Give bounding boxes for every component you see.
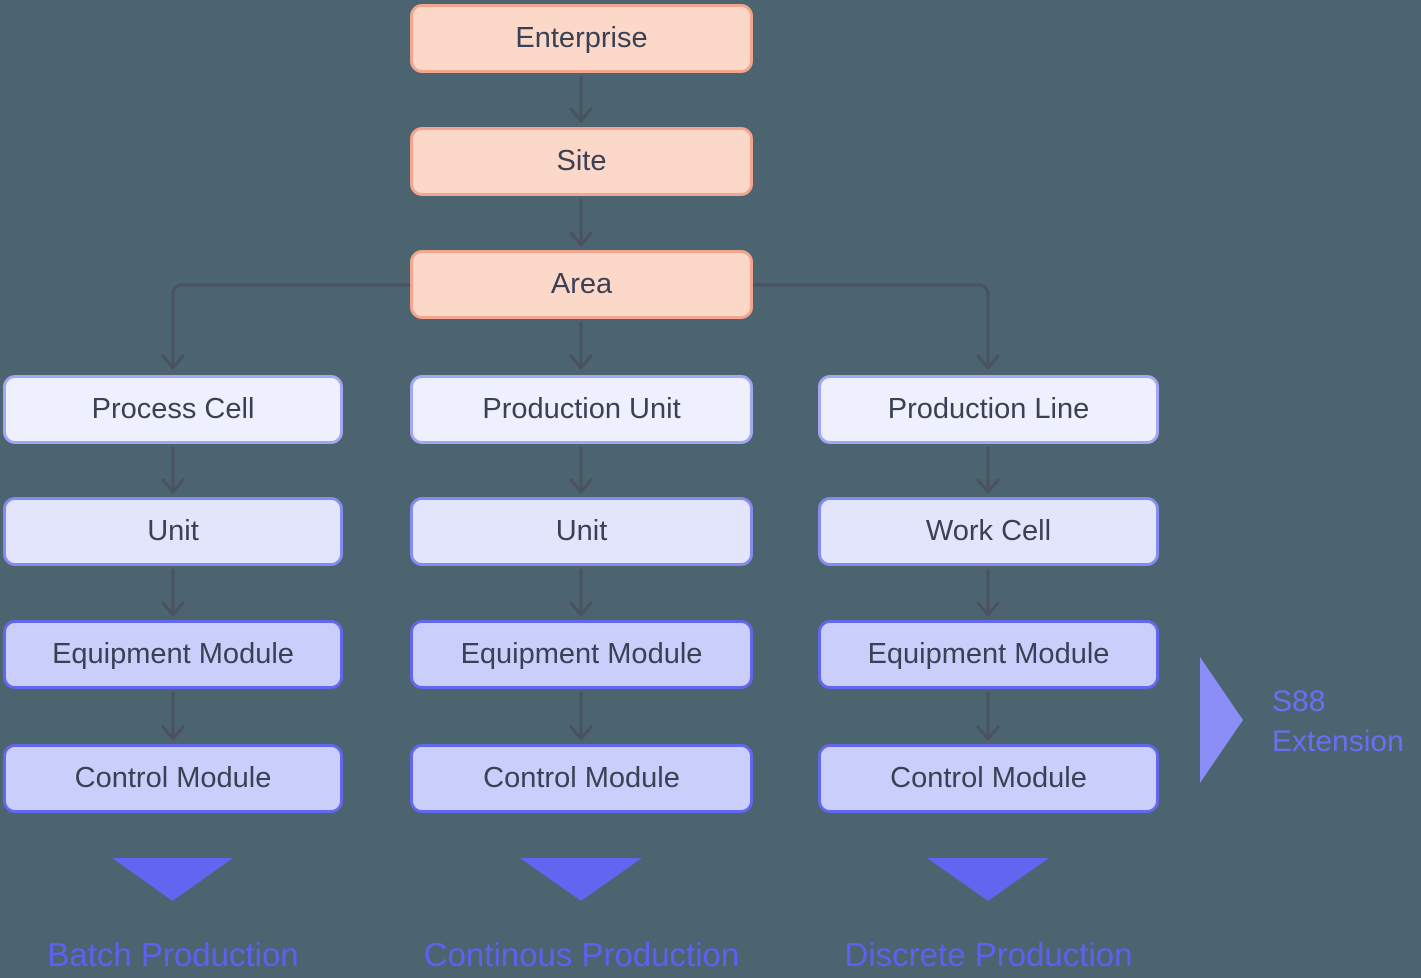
triangle-continuous-icon xyxy=(520,858,642,901)
node-process-cell: Process Cell xyxy=(3,375,343,444)
node-production-unit: Production Unit xyxy=(410,375,753,444)
arrow-unit-equipment-module-mid xyxy=(569,568,593,617)
arrow-area-production-line xyxy=(751,283,1000,370)
node-area: Area xyxy=(410,250,753,319)
arrow-enterprise-site xyxy=(569,75,593,123)
arrow-production-line-work-cell xyxy=(976,446,1000,494)
s88-extension-label-line2: Extension xyxy=(1272,725,1404,758)
arrow-area-production-unit xyxy=(569,321,593,370)
arrow-production-unit-unit xyxy=(569,446,593,494)
node-control-module-continuous: Control Module xyxy=(410,744,753,813)
footer-label-discrete: Discrete Production xyxy=(844,936,1133,973)
arrow-area-process-cell xyxy=(161,283,412,370)
arrow-process-cell-unit xyxy=(161,446,185,494)
triangle-discrete-icon xyxy=(927,858,1049,901)
arrow-work-cell-equipment-module xyxy=(976,568,1000,617)
arrow-site-area xyxy=(569,198,593,247)
node-unit-batch: Unit xyxy=(3,497,343,566)
node-equipment-module-batch: Equipment Module xyxy=(3,620,343,689)
triangle-batch-icon xyxy=(112,858,233,901)
node-enterprise: Enterprise xyxy=(410,4,753,73)
footer-label-continuous: Continous Production xyxy=(423,936,740,973)
s88-extension-arrow-icon xyxy=(1200,657,1243,783)
node-unit-continuous: Unit xyxy=(410,497,753,566)
arrow-equipment-control-left xyxy=(161,691,185,741)
s88-extension-label-line1: S88 xyxy=(1272,685,1326,718)
node-control-module-discrete: Control Module xyxy=(818,744,1159,813)
node-site: Site xyxy=(410,127,753,196)
arrow-equipment-control-mid xyxy=(569,691,593,741)
footer-label-batch: Batch Production xyxy=(47,936,299,973)
arrow-equipment-control-right xyxy=(976,691,1000,741)
s88-extension-label: S88 Extension xyxy=(1272,682,1404,762)
node-equipment-module-continuous: Equipment Module xyxy=(410,620,753,689)
node-control-module-batch: Control Module xyxy=(3,744,343,813)
arrow-unit-equipment-module-left xyxy=(161,568,185,617)
node-work-cell: Work Cell xyxy=(818,497,1159,566)
node-equipment-module-discrete: Equipment Module xyxy=(818,620,1159,689)
node-production-line: Production Line xyxy=(818,375,1159,444)
